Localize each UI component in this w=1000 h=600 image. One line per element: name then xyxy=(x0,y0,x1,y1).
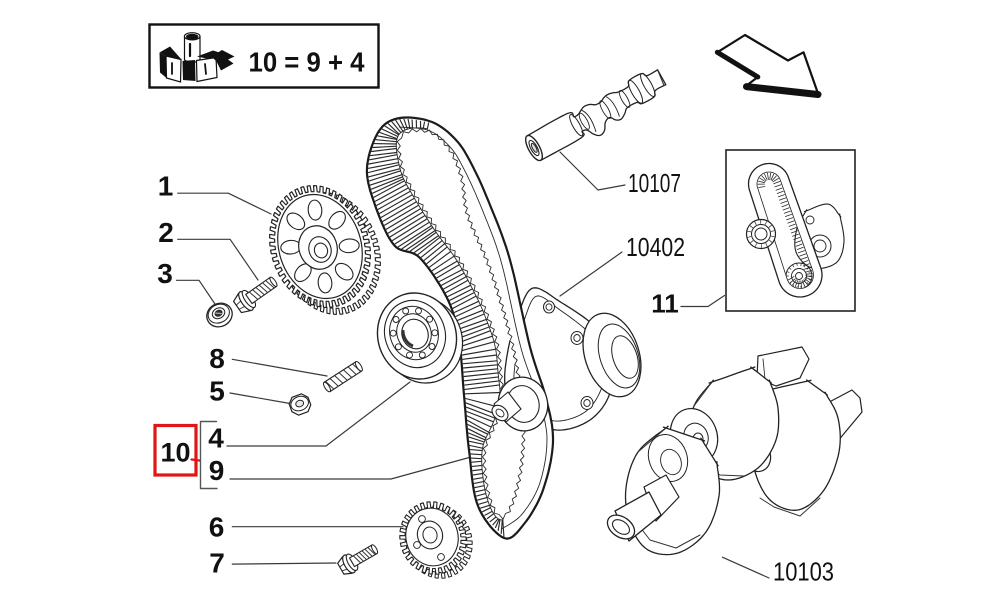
svg-text:6: 6 xyxy=(209,512,225,543)
svg-text:10 = 9 + 4: 10 = 9 + 4 xyxy=(249,47,366,78)
svg-text:9: 9 xyxy=(209,455,225,486)
svg-text:7: 7 xyxy=(209,548,225,579)
svg-text:2: 2 xyxy=(158,217,174,248)
svg-text:4: 4 xyxy=(208,423,224,454)
svg-text:3: 3 xyxy=(157,258,173,289)
svg-text:5: 5 xyxy=(209,376,225,407)
svg-text:8: 8 xyxy=(209,343,225,374)
svg-text:11: 11 xyxy=(651,289,679,319)
svg-text:1: 1 xyxy=(158,171,174,202)
svg-text:10107: 10107 xyxy=(628,168,681,198)
svg-text:10: 10 xyxy=(160,438,190,468)
svg-text:10402: 10402 xyxy=(626,232,685,262)
svg-text:10103: 10103 xyxy=(773,557,834,587)
